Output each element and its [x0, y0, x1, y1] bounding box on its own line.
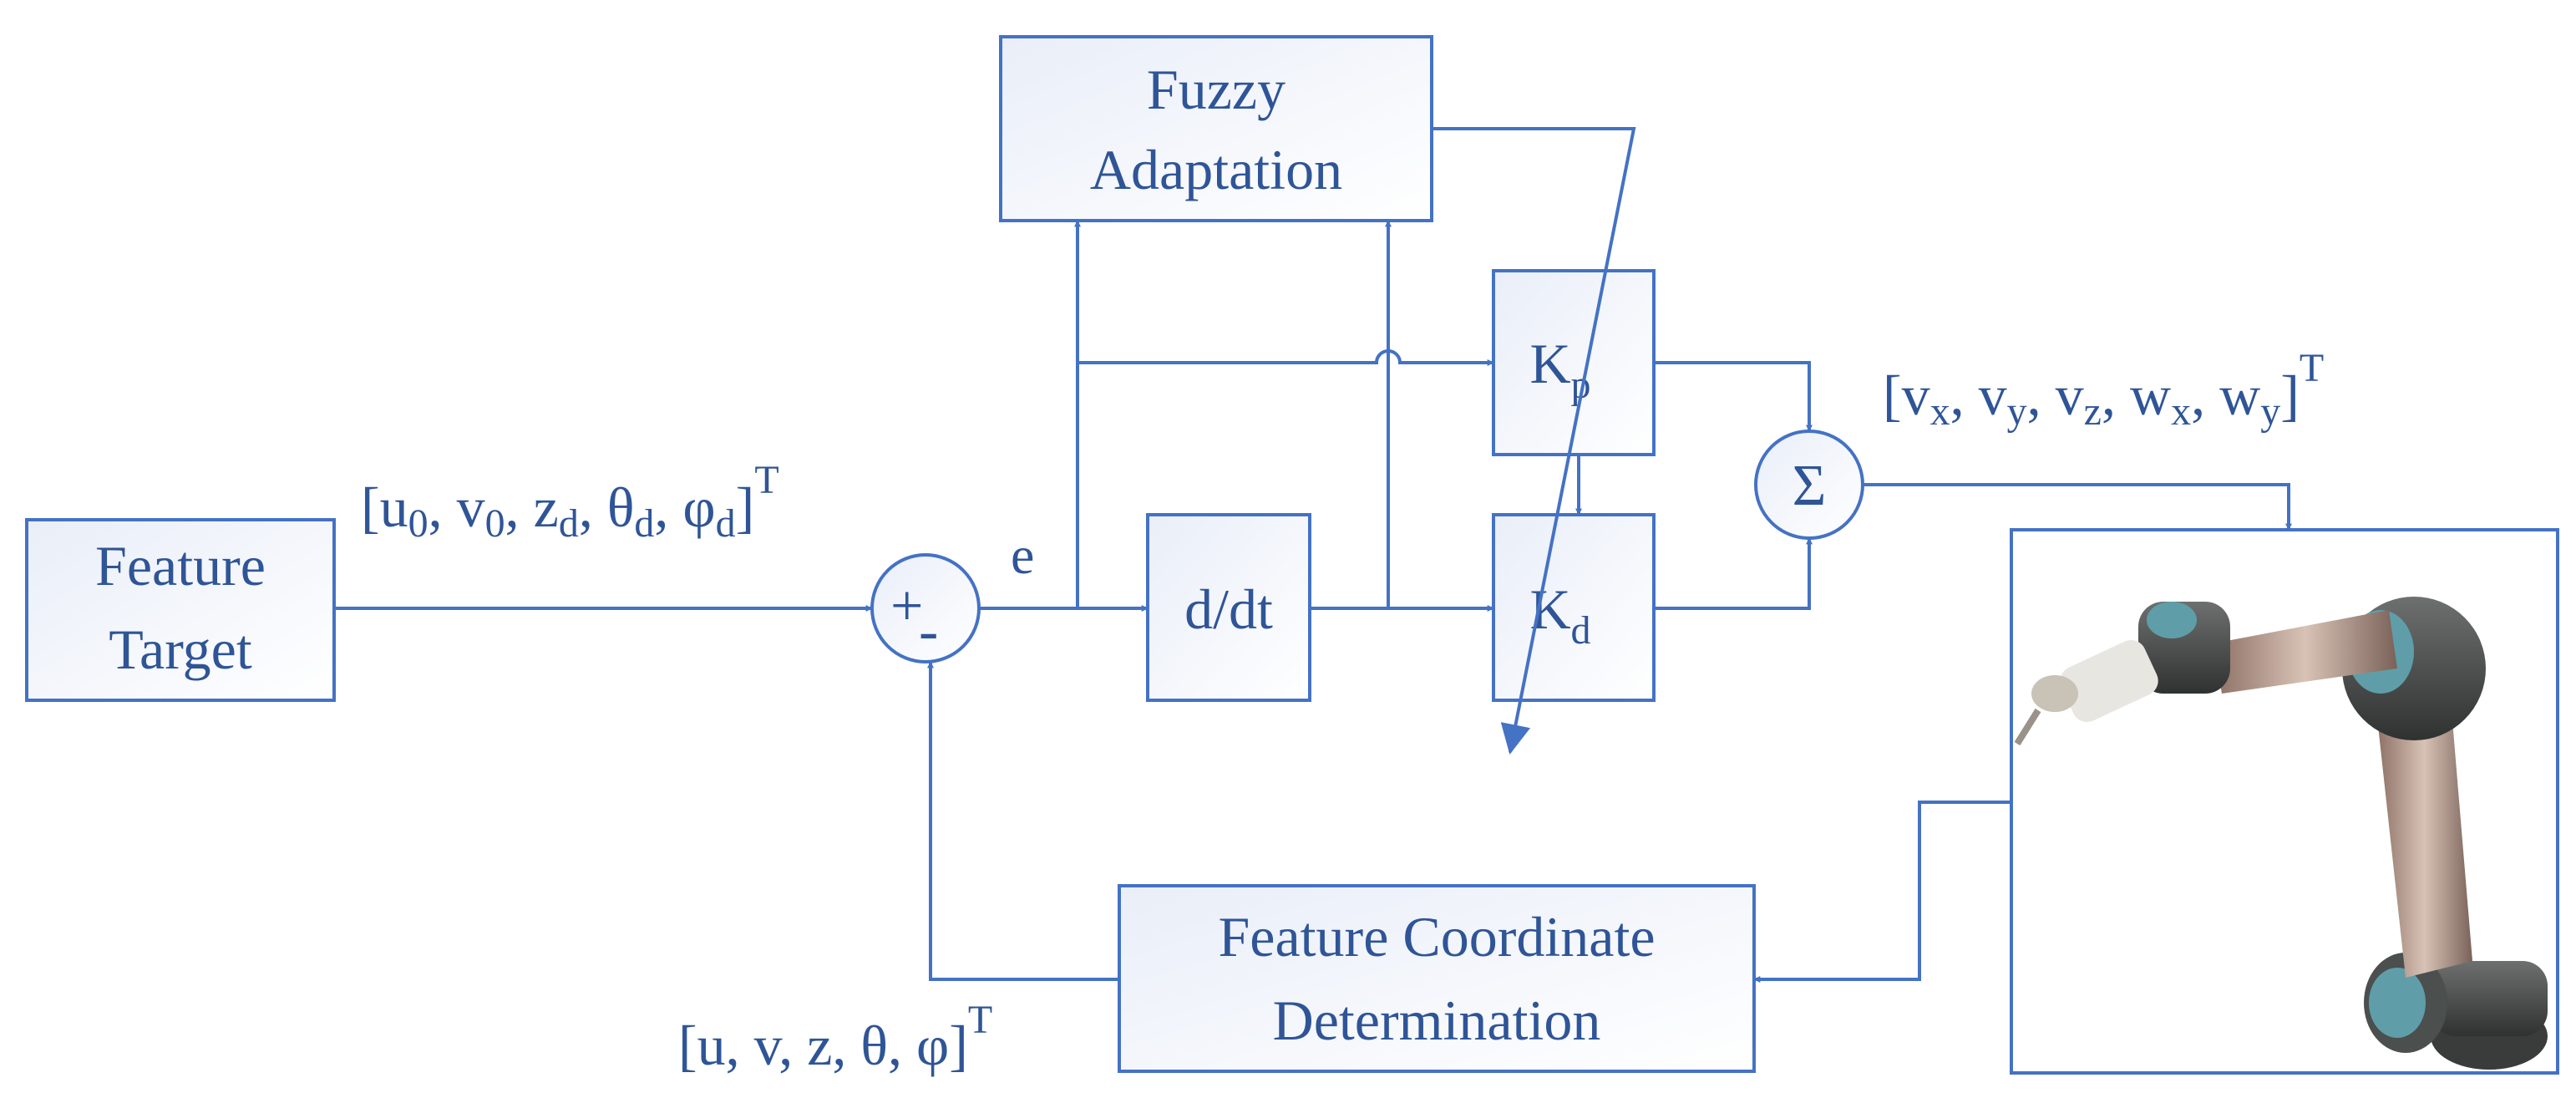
error-to-kp-line: [1078, 349, 1494, 366]
kd-label: K: [1529, 577, 1570, 641]
fuzzy-adaptation-block: Fuzzy Adaptation: [999, 35, 1433, 222]
velocity-vector-label: [vx, vy, vz, wx, wy]T: [1883, 346, 2324, 434]
comparator-minus-sign: -: [919, 599, 938, 663]
feedback-vector-label: [u, v, z, θ, φ]T: [678, 998, 992, 1077]
sum-to-robot-line: [1863, 483, 2292, 531]
feature-target-block: Feature Target: [25, 518, 336, 702]
derivative-label: d/dt: [1184, 577, 1273, 641]
comparator-plus-sign: +: [890, 574, 923, 638]
feature-target-label-line2: Target: [109, 618, 252, 681]
derivative-block: d/dt: [1146, 513, 1311, 702]
fuzzy-adaptation-label-line1: Fuzzy: [1147, 58, 1285, 121]
sum-symbol: Σ: [1793, 454, 1827, 518]
robot-arm-icon: [2014, 597, 2548, 1070]
target-vector-label: [u0, v0, zd, θd, φd]T: [361, 458, 779, 546]
feature-coordinate-label-line2: Determination: [1273, 989, 1601, 1052]
kd-subscript: d: [1571, 608, 1591, 653]
feature-target-label-line1: Feature: [95, 534, 266, 597]
fuzzy-adaptation-label-line2: Adaptation: [1090, 138, 1342, 201]
kp-to-sum-line: [1654, 361, 1813, 432]
robot-to-feature-coordinate-line: [1753, 801, 2011, 983]
kp-label: K: [1529, 332, 1570, 395]
svg-text:Kd: Kd: [1529, 577, 1590, 653]
comparator-junction: + -: [870, 553, 981, 663]
feature-coordinate-label-line1: Feature Coordinate: [1218, 905, 1655, 968]
feedback-to-comparator-line: [927, 661, 1119, 981]
kd-gain-block: Kd: [1492, 513, 1656, 702]
feature-coordinate-block: Feature Coordinate Determination: [1118, 884, 1756, 1073]
svg-text:Kp: Kp: [1529, 332, 1590, 407]
sum-junction: Σ: [1754, 430, 1864, 540]
robot-arm-image: [2010, 528, 2559, 1075]
error-label: e: [1011, 526, 1034, 585]
fuzzy-adaptation-tuning-arrow: [1432, 127, 1636, 755]
kd-to-sum-line: [1654, 537, 1813, 610]
